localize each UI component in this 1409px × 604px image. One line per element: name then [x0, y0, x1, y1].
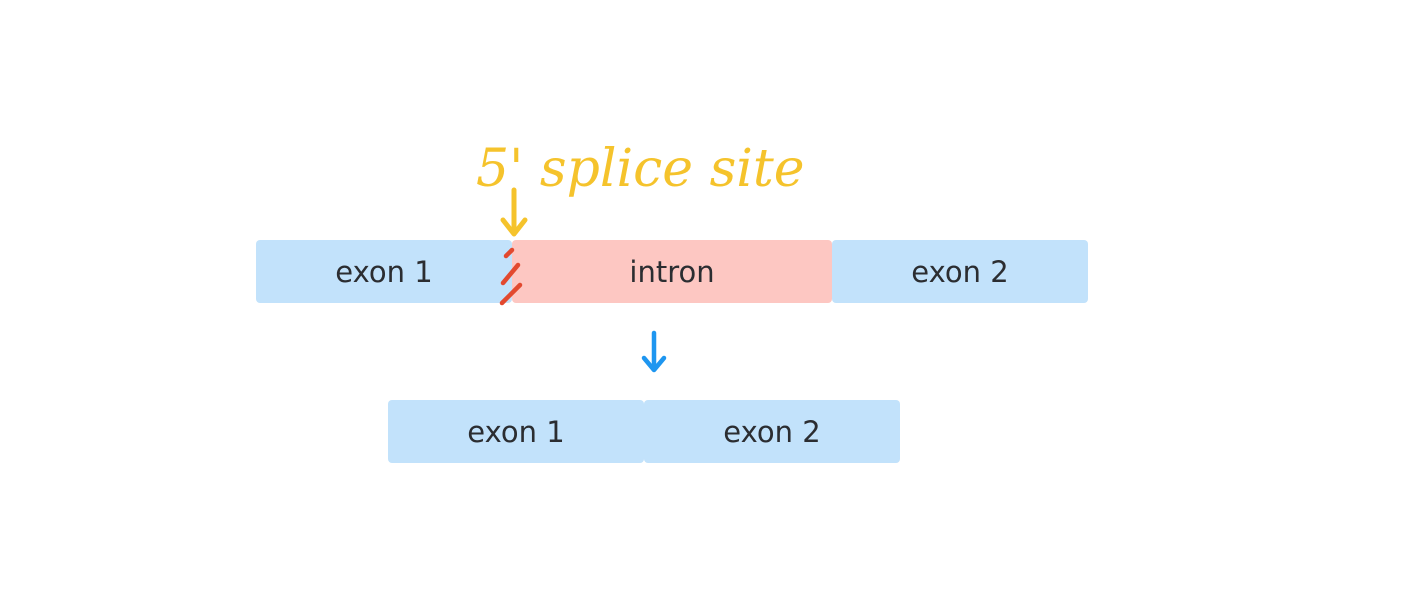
- mature-mrna-exon-1-label: exon 1: [467, 414, 565, 449]
- cut-mark-icon: [499, 247, 523, 306]
- splice-site-arrow-icon: [500, 187, 528, 237]
- pre-mrna-exon-2-label: exon 2: [911, 254, 1009, 289]
- mature-mrna-exon-2: exon 2: [644, 400, 900, 463]
- pre-mrna-intron-label: intron: [629, 254, 715, 289]
- splice-site-label: 5' splice site: [476, 139, 805, 199]
- pre-mrna-intron: intron: [512, 240, 832, 303]
- mature-mrna-exon-2-label: exon 2: [723, 414, 821, 449]
- pre-mrna-exon-1: exon 1: [256, 240, 512, 303]
- pre-mrna-exon-1-label: exon 1: [335, 254, 433, 289]
- splicing-arrow-icon: [641, 330, 667, 373]
- pre-mrna-exon-2: exon 2: [832, 240, 1088, 303]
- mature-mrna-exon-1: exon 1: [388, 400, 644, 463]
